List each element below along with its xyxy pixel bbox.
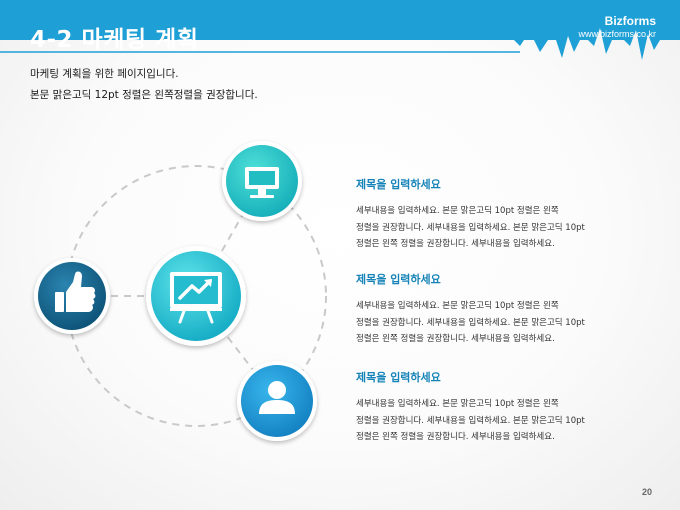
- brand-name: Bizforms: [604, 14, 656, 28]
- entry-line: 정렬을 권장합니다. 세부내용을 입력하세요. 본문 맑은고딕 10pt: [356, 317, 585, 328]
- intro-line-1: 마케팅 계획을 위한 페이지입니다.: [30, 68, 179, 80]
- entry-line: 세부내용을 입력하세요. 본문 맑은고딕 10pt 정렬은 왼쪽: [356, 399, 559, 409]
- thumbs-up-icon: [55, 271, 96, 312]
- entry-title: 제목을 입력하세요: [356, 178, 441, 191]
- intro-line-2: 본문 맑은고딕 12pt 정렬은 왼쪽정렬을 권장합니다.: [30, 89, 258, 101]
- entry-2: 제목을 입력하세요 세부내용을 입력하세요. 본문 맑은고딕 10pt 정렬은 …: [356, 271, 656, 348]
- page-title: 4-2 마케팅 계획: [30, 27, 199, 53]
- brand-block: Bizforms www.bizforms.co.kr: [578, 14, 656, 41]
- entry-line: 정렬은 왼쪽 정렬을 권장합니다. 세부내용을 입력하세요.: [356, 334, 555, 344]
- user-icon: [259, 381, 295, 414]
- monitor-icon: [245, 167, 279, 198]
- node-monitor: [222, 141, 302, 221]
- entry-line: 세부내용을 입력하세요. 본문 맑은고딕 10pt 정렬은 왼쪽: [356, 301, 559, 311]
- entry-body: 세부내용을 입력하세요. 본문 맑은고딕 10pt 정렬은 왼쪽 정렬을 권장합…: [356, 298, 656, 348]
- node-thumbs-up: [34, 258, 110, 334]
- node-user: [237, 361, 317, 441]
- entry-1: 제목을 입력하세요 세부내용을 입력하세요. 본문 맑은고딕 10pt 정렬은 …: [356, 176, 656, 253]
- node-center: [146, 246, 246, 346]
- header-band: 4-2 마케팅 계획 Bizforms www.bizforms.co.kr: [0, 0, 680, 60]
- presentation-board-icon: [170, 272, 222, 324]
- entry-line: 정렬은 왼쪽 정렬을 권장합니다. 세부내용을 입력하세요.: [356, 239, 555, 249]
- entry-line: 세부내용을 입력하세요. 본문 맑은고딕 10pt 정렬은 왼쪽: [356, 206, 559, 216]
- entry-line: 정렬을 권장합니다. 세부내용을 입력하세요. 본문 맑은고딕 10pt: [356, 222, 585, 233]
- entry-3: 제목을 입력하세요 세부내용을 입력하세요. 본문 맑은고딕 10pt 정렬은 …: [356, 369, 656, 446]
- entry-body: 세부내용을 입력하세요. 본문 맑은고딕 10pt 정렬은 왼쪽 정렬을 권장합…: [356, 203, 656, 253]
- entry-line: 정렬을 권장합니다. 세부내용을 입력하세요. 본문 맑은고딕 10pt: [356, 415, 585, 426]
- header-background: [0, 0, 680, 60]
- entry-title: 제목을 입력하세요: [356, 273, 441, 286]
- brand-url: www.bizforms.co.kr: [578, 29, 656, 39]
- entry-title: 제목을 입력하세요: [356, 371, 441, 384]
- entry-body: 세부내용을 입력하세요. 본문 맑은고딕 10pt 정렬은 왼쪽 정렬을 권장합…: [356, 396, 656, 446]
- entry-line: 정렬은 왼쪽 정렬을 권장합니다. 세부내용을 입력하세요.: [356, 432, 555, 442]
- page-number: 20: [641, 487, 652, 497]
